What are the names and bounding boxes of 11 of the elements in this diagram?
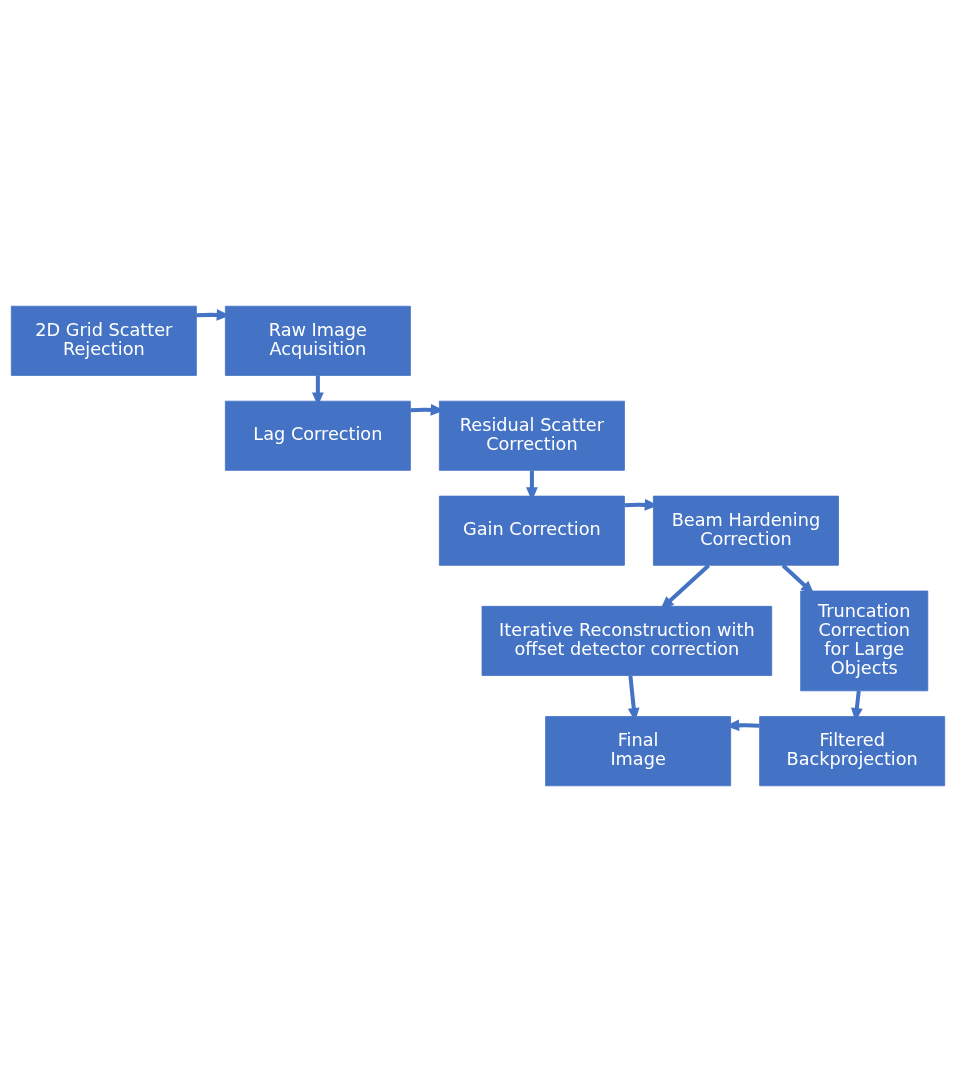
node-box: Iterative Reconstruction with offset detector correction — [481, 605, 773, 676]
arrow — [660, 564, 710, 610]
node-box: 2D Grid Scatter Rejection — [10, 305, 197, 376]
node-box: Final Image — [545, 716, 732, 787]
node-box: Beam Hardening Correction — [653, 495, 839, 566]
node-box: Truncation Correction for Large Objects — [800, 590, 929, 692]
node-box: Raw Image Acquisition — [224, 305, 411, 376]
node-box: Filtered Backprojection — [759, 716, 946, 787]
node-box: Residual Scatter Correction — [439, 400, 625, 471]
node-box: Lag Correction — [224, 400, 411, 471]
node-box: Gain Correction — [439, 495, 625, 566]
